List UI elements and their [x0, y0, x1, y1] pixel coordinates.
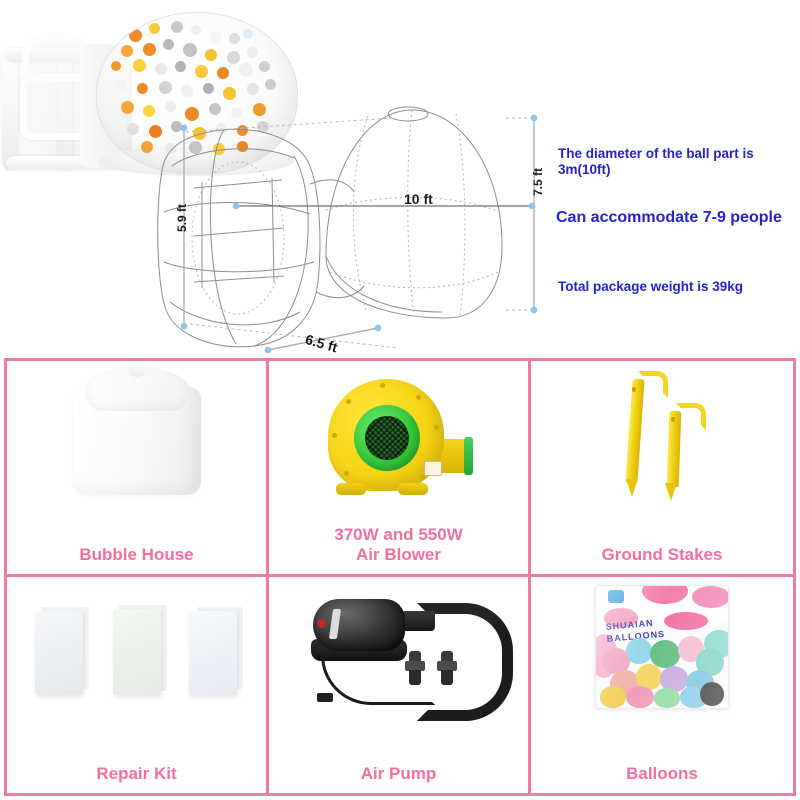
repair-kit-illustration [7, 577, 266, 764]
grid-label-repair-kit: Repair Kit [96, 764, 177, 784]
accessory-grid: Bubble House 370W an [4, 358, 796, 796]
bubble-house-bag-illustration [7, 361, 266, 545]
bubble-dome [96, 12, 298, 174]
dimension-label-width: 10 ft [404, 191, 433, 207]
annotation-capacity: Can accommodate 7-9 people [556, 209, 782, 226]
annotation-diameter: The diameter of the ball part is 3m(10ft… [558, 146, 754, 177]
dimension-label-tunnel-height: 5.9 ft [175, 203, 189, 232]
tunnel-rib [2, 52, 18, 170]
dimension-sketch [157, 106, 538, 354]
grid-cell-repair-kit[interactable]: Repair Kit [7, 577, 269, 793]
air-blower-name: Air Blower [355, 545, 442, 565]
stake-large [625, 371, 668, 501]
stake-small [665, 403, 706, 503]
diagram-section: 10 ft 6.5 ft 5.9 ft 7.5 ft The diameter … [0, 0, 800, 356]
grid-cell-ground-stakes[interactable]: Ground Stakes [531, 361, 793, 577]
grid-label-balloons: Balloons [626, 764, 698, 784]
grid-cell-air-blower[interactable]: 370W and 550W Air Blower [269, 361, 531, 577]
grid-label-ground-stakes: Ground Stakes [601, 545, 723, 565]
air-blower-power: 370W and 550W [334, 524, 463, 544]
grid-label-air-pump: Air Pump [360, 764, 437, 784]
grid-label-bubble-house: Bubble House [79, 545, 194, 565]
air-blower-illustration [269, 361, 528, 525]
product-photo [2, 8, 298, 178]
dimension-label-dome-height: 7.5 ft [531, 167, 545, 196]
annotation-weight: Total package weight is 39kg [558, 279, 744, 294]
balloons-bag-illustration: SHUAIAN BALLOONS [531, 577, 793, 764]
grid-label-air-blower: 370W and 550W Air Blower [328, 525, 469, 566]
grid-cell-air-pump[interactable]: Air Pump [269, 577, 531, 793]
grid-cell-bubble-house[interactable]: Bubble House [7, 361, 269, 577]
air-pump-illustration [269, 577, 528, 764]
ground-stakes-illustration [531, 361, 793, 545]
grid-cell-balloons[interactable]: SHUAIAN BALLOONS Balloons [531, 577, 793, 793]
